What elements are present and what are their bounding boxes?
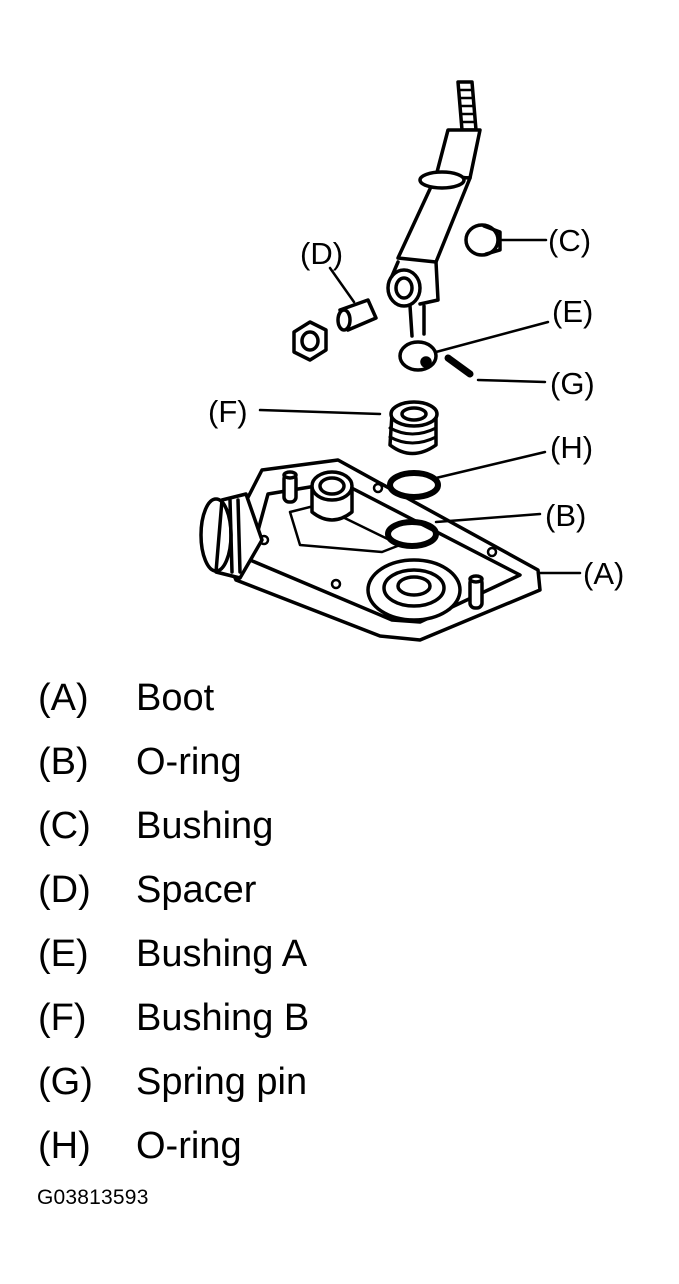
callout-b: (B) bbox=[545, 498, 586, 533]
bushing-c bbox=[464, 223, 548, 257]
bushing-b bbox=[258, 400, 439, 456]
legend-name: Bushing B bbox=[136, 997, 310, 1039]
legend-name: Spring pin bbox=[136, 1061, 308, 1103]
legend-key: (F) bbox=[38, 997, 87, 1039]
nut bbox=[292, 320, 328, 362]
legend-name: Boot bbox=[136, 677, 215, 719]
callout-e: (E) bbox=[552, 294, 593, 329]
callout-h: (H) bbox=[550, 430, 593, 465]
legend-name: O-ring bbox=[136, 1125, 242, 1167]
callout-g: (G) bbox=[550, 366, 595, 401]
legend-key: (C) bbox=[38, 805, 91, 847]
legend-name: Bushing bbox=[136, 805, 274, 847]
callout-c: (C) bbox=[548, 223, 591, 258]
exploded-parts-diagram: (A) (B) (C) (D) (E) (F) (G) (H) bbox=[199, 80, 624, 642]
legend-key: (D) bbox=[38, 869, 91, 911]
callout-d: (D) bbox=[300, 236, 343, 271]
legend-name: Bushing A bbox=[136, 933, 308, 975]
legend-name: O-ring bbox=[136, 741, 242, 783]
o-ring-h bbox=[387, 450, 547, 500]
legend-key: (E) bbox=[38, 933, 89, 975]
legend-key: (H) bbox=[38, 1125, 91, 1167]
legend-name: Spacer bbox=[136, 869, 257, 911]
shift-lever bbox=[386, 80, 482, 338]
legend-key: (B) bbox=[38, 741, 89, 783]
housing-plate bbox=[199, 458, 582, 642]
spacer-d bbox=[328, 266, 378, 332]
bushing-a bbox=[398, 320, 550, 372]
spring-pin bbox=[444, 354, 547, 384]
figure-code: G03813593 bbox=[37, 1186, 149, 1209]
callout-a: (A) bbox=[583, 556, 624, 591]
o-ring-b bbox=[385, 512, 542, 549]
legend-key: (A) bbox=[38, 677, 89, 719]
legend-key: (G) bbox=[38, 1061, 93, 1103]
callout-f: (F) bbox=[208, 394, 248, 429]
